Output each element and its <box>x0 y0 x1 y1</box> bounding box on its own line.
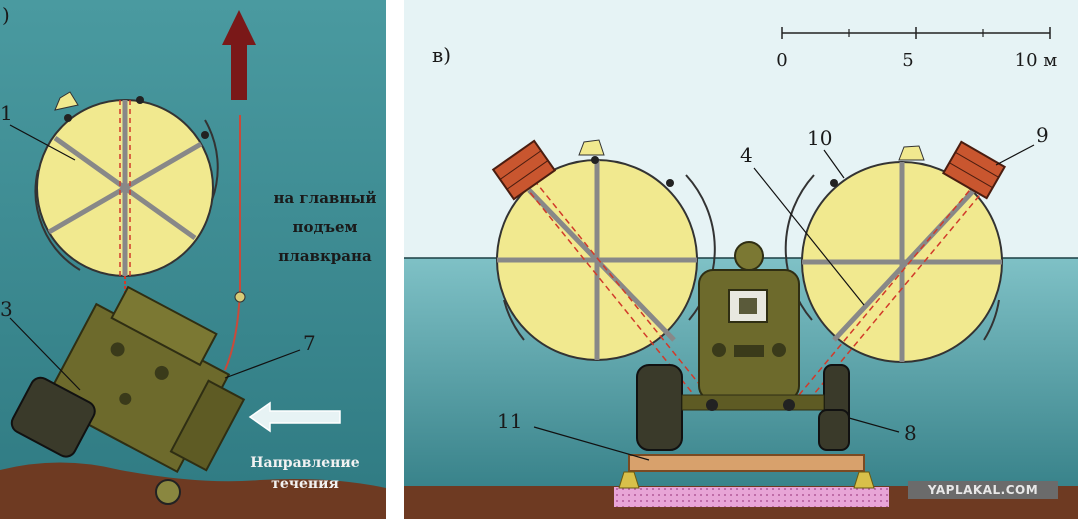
lift-direction-arrow-icon <box>222 10 256 100</box>
counterweight-right <box>941 140 1007 200</box>
leader-line-4 <box>753 167 865 306</box>
current-direction-arrow-icon <box>248 401 341 433</box>
tank-front-view <box>636 241 850 451</box>
label-9: 9 <box>1036 123 1049 147</box>
leader-line-1 <box>9 124 76 161</box>
base-mat <box>614 487 889 507</box>
main-lift-text-line1: на главный <box>274 189 377 207</box>
scale-tick-10: 10 м <box>1015 50 1058 71</box>
current-text-line2: течения <box>271 476 339 492</box>
label-7: 7 <box>303 331 316 355</box>
scale-tick-5: 5 <box>902 50 913 71</box>
label-8: 8 <box>904 421 917 445</box>
leader-line-9 <box>995 144 1035 166</box>
counterweight-left <box>491 139 557 201</box>
label-11: 11 <box>497 409 522 433</box>
tank-tilted <box>10 285 246 474</box>
pontoon-left <box>34 91 219 277</box>
leader-line-3 <box>9 317 81 391</box>
leader-line-7 <box>224 349 301 379</box>
left-panel: ) 1 3 7 на главный подъем плавкрана Напр… <box>0 0 386 519</box>
label-10: 10 <box>807 126 832 150</box>
right-panel: 0 5 10 м <box>404 0 1078 519</box>
scale-bar <box>781 27 1051 39</box>
pontoon-left <box>496 139 716 396</box>
right-panel-letter: в) <box>432 43 451 67</box>
riverbed <box>0 462 386 519</box>
leader-line-11 <box>533 426 650 461</box>
watermark: YAPLAKAL.COM <box>908 481 1058 499</box>
support-beam <box>618 454 875 489</box>
label-3: 3 <box>0 297 13 321</box>
cable-shackle <box>234 291 246 303</box>
main-lift-text-line3: плавкрана <box>278 247 372 265</box>
left-panel-letter: ) <box>2 3 10 27</box>
left-panel-diagram: ) 1 3 7 на главный подъем плавкрана Напр… <box>0 0 386 519</box>
right-panel-diagram: 0 5 10 м <box>404 0 1078 519</box>
label-1: 1 <box>0 101 13 125</box>
tank-wheel <box>155 479 181 505</box>
current-text-line1: Направление <box>250 455 360 471</box>
scale-tick-0: 0 <box>776 50 787 71</box>
label-4: 4 <box>740 143 753 167</box>
leader-line-10 <box>823 149 845 179</box>
main-lift-text-line2: подъем <box>292 218 357 236</box>
leader-line-8 <box>848 417 900 433</box>
